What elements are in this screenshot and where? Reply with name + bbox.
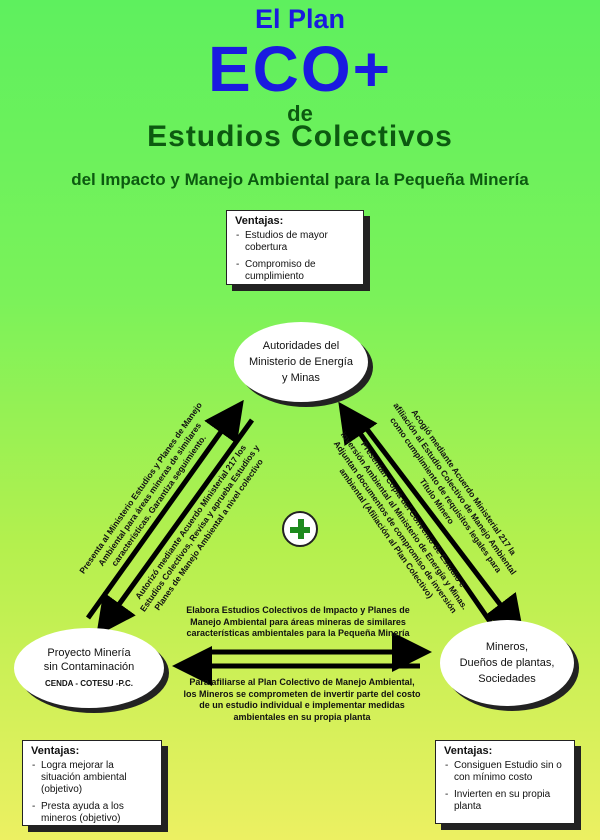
plus-icon — [282, 511, 318, 547]
title-de: de — [287, 101, 313, 126]
arrow-right-down — [358, 418, 525, 636]
subtitle: del Impacto y Manejo Ambiental para la P… — [71, 170, 529, 189]
node-miners-line: Sociedades — [478, 673, 536, 685]
top-advantages-title: Ventajas: — [235, 215, 284, 227]
left-advantages-box: Ventajas: Logra mejorar la situación amb… — [22, 740, 162, 826]
label-bottom-right: Elabora Estudios Colectivos de Impacto y… — [186, 605, 410, 638]
title-eco-plus: ECO+ — [207, 33, 393, 105]
right-advantage-item: Consiguen Estudio sin o con mínimo costo — [445, 760, 566, 784]
left-advantages-title: Ventajas: — [31, 745, 80, 757]
right-advantages-box: Ventajas: Consiguen Estudio sin o con mí… — [435, 740, 575, 824]
left-advantages-list: Logra mejorar la situación ambiental (ob… — [31, 760, 153, 825]
top-advantage-item: Compromiso de cumplimiento — [236, 259, 355, 283]
label-bottom-left: Para afiliarse al Plan Colectivo de Mane… — [183, 677, 421, 722]
right-advantages-list: Consiguen Estudio sin o con mínimo costo… — [444, 760, 566, 813]
top-advantages-box: Ventajas: Estudios de mayor cobertura Co… — [226, 210, 364, 285]
arrow-right-up — [338, 401, 503, 638]
node-project: Proyecto Minería sin Contaminación CENDA… — [14, 628, 164, 708]
top-advantage-item: Estudios de mayor cobertura — [236, 230, 355, 254]
arrow-left-up — [85, 399, 244, 620]
node-miners: Mineros, Dueños de plantas, Sociedades — [440, 620, 574, 706]
left-advantage-item: Logra mejorar la situación ambiental (ob… — [32, 760, 153, 796]
right-advantages-title: Ventajas: — [444, 745, 493, 757]
right-advantage-item: Invierten en su propia planta — [445, 789, 566, 813]
top-advantages-list: Estudios de mayor cobertura Compromiso d… — [235, 230, 355, 283]
node-project-line: Proyecto Minería — [47, 646, 131, 659]
node-project-line: sin Contaminación — [43, 660, 135, 673]
node-ministry: Autoridades del Ministerio de Energía y … — [234, 322, 368, 402]
node-ministry-line: Autoridades del — [262, 340, 340, 352]
node-miners-line: Dueños de plantas, — [459, 657, 555, 669]
left-advantage-item: Presta ayuda a los mineros (objetivo) — [32, 801, 153, 825]
node-project-line: CENDA - COTESU -P.C. — [44, 678, 133, 688]
title-el-plan: El Plan — [254, 4, 346, 34]
node-miners-line: Mineros, — [485, 641, 529, 653]
node-ministry-line: y Minas — [282, 372, 320, 384]
title-estudios-colectivos: Estudios Colectivos — [147, 120, 453, 153]
arrow-left-down — [96, 418, 255, 637]
node-ministry-line: Ministerio de Energía — [249, 356, 353, 368]
